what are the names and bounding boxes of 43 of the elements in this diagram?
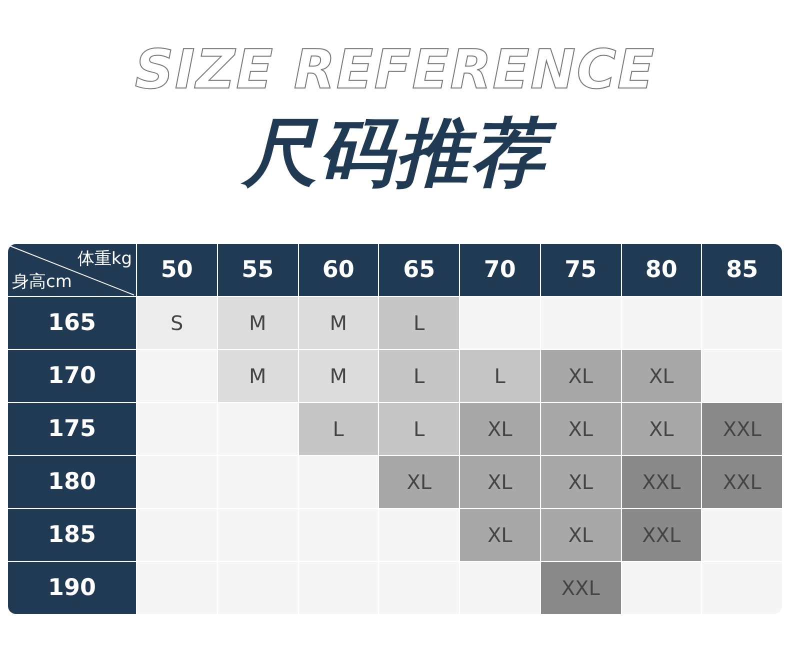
column-header: 65 [379, 244, 459, 296]
column-header: 55 [218, 244, 298, 296]
size-cell: XXL [702, 456, 782, 508]
size-cell: XL [540, 456, 620, 508]
size-cell: XL [622, 350, 702, 402]
size-cell: XL [460, 456, 540, 508]
size-cell: XL [460, 509, 540, 561]
size-cell: M [218, 297, 298, 349]
size-cell: XXL [702, 403, 782, 455]
column-header: 60 [298, 244, 378, 296]
size-cell: XL [540, 509, 620, 561]
size-cell: L [298, 403, 378, 455]
size-cell: L [379, 403, 459, 455]
weight-axis-label: 体重kg [77, 248, 132, 270]
size-cell: M [218, 350, 298, 402]
size-cell: L [460, 350, 540, 402]
size-cell: L [379, 297, 459, 349]
row-header: 170 [8, 350, 136, 402]
size-cell: M [298, 350, 378, 402]
size-cell: XXL [622, 456, 702, 508]
row-header: 185 [8, 509, 136, 561]
size-cell: XL [379, 456, 459, 508]
row-header: 175 [8, 403, 136, 455]
row-header: 190 [8, 562, 136, 614]
size-cell: L [379, 350, 459, 402]
row-header: 180 [8, 456, 136, 508]
title: 尺码推荐 [0, 104, 790, 204]
column-header: 50 [137, 244, 217, 296]
size-cell: M [298, 297, 378, 349]
column-header: 75 [540, 244, 620, 296]
size-cell: XL [540, 403, 620, 455]
row-header: 165 [8, 297, 136, 349]
size-cell: XL [460, 403, 540, 455]
background-heading: SIZE REFERENCE [134, 38, 656, 101]
size-cell: XXL [622, 509, 702, 561]
size-cell: XL [622, 403, 702, 455]
size-cell: XXL [540, 562, 620, 614]
size-cell: XL [540, 350, 620, 402]
size-cell: S [137, 297, 217, 349]
height-axis-label: 身高cm [12, 271, 72, 293]
column-header: 85 [702, 244, 782, 296]
column-header: 80 [622, 244, 702, 296]
column-header: 70 [460, 244, 540, 296]
